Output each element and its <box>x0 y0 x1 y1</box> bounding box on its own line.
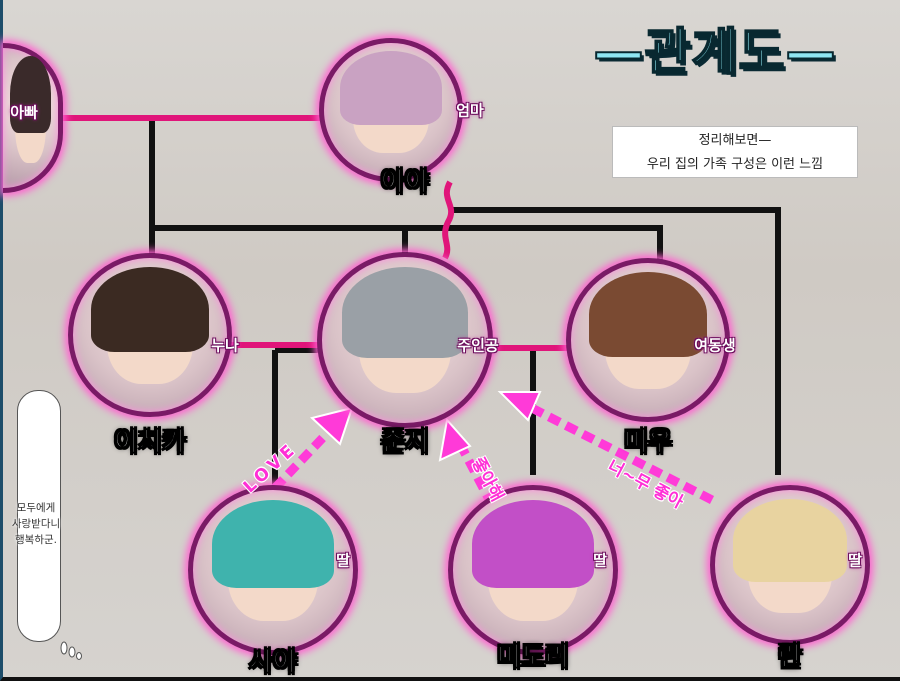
character-node-midori <box>448 485 618 655</box>
character-name: 미도리 <box>497 642 570 673</box>
character-node-ichika <box>68 253 232 417</box>
character-name: 아야 <box>381 167 430 198</box>
arrow-head <box>309 406 354 446</box>
character-node-saya <box>188 485 358 655</box>
bubble-text: 모두에게 사랑받다니 행복하군. <box>6 500 66 548</box>
character-node-miu <box>566 258 730 422</box>
page-title: —관계도— <box>593 22 837 82</box>
portrait-hair <box>589 272 707 357</box>
character-name: 미우 <box>624 427 673 458</box>
character-node-aya <box>319 38 463 182</box>
character-role: 엄마 <box>456 101 484 120</box>
character-name: 이치카 <box>114 427 187 458</box>
character-role: 여동생 <box>694 336 736 355</box>
bubble-line: 모두에게 <box>16 502 56 514</box>
love-much-arrow <box>517 397 715 505</box>
bubble-line: 행복하군. <box>15 534 57 546</box>
spouse-line <box>442 180 455 260</box>
character-name: 준지 <box>381 427 430 458</box>
character-node-ran <box>710 485 870 645</box>
bubble-line: 사랑받다니 <box>11 518 61 530</box>
caption-line: 우리 집의 가족 구성은 이런 느낌 <box>646 157 824 172</box>
character-name: 사야 <box>249 647 298 678</box>
speech-bubble <box>17 390 61 642</box>
character-role: 딸 <box>593 551 607 570</box>
portrait-hair <box>341 266 469 359</box>
character-name: 란 <box>778 642 803 673</box>
character-role: 딸 <box>848 551 862 570</box>
character-role: 아빠 <box>10 103 38 122</box>
character-role: 주인공 <box>457 336 499 355</box>
like-arrow <box>454 437 496 508</box>
arrow-head <box>438 417 472 462</box>
caption-line: 정리해보면— <box>698 133 772 148</box>
portrait-hair <box>472 499 594 588</box>
portrait-hair <box>733 499 847 582</box>
portrait-hair <box>9 56 52 134</box>
character-node-junji <box>317 252 493 428</box>
character-role: 딸 <box>336 551 350 570</box>
portrait-hair <box>340 51 442 125</box>
portrait-hair <box>212 499 334 588</box>
caption-box: 정리해보면— 우리 집의 가족 구성은 이런 느낌 <box>612 126 858 178</box>
family-line <box>450 207 781 475</box>
portrait-hair <box>91 267 209 352</box>
character-role: 누나 <box>211 336 239 355</box>
bubble-tail-icon <box>60 641 82 660</box>
arrow-head <box>497 391 542 422</box>
love-arrow <box>271 421 339 492</box>
